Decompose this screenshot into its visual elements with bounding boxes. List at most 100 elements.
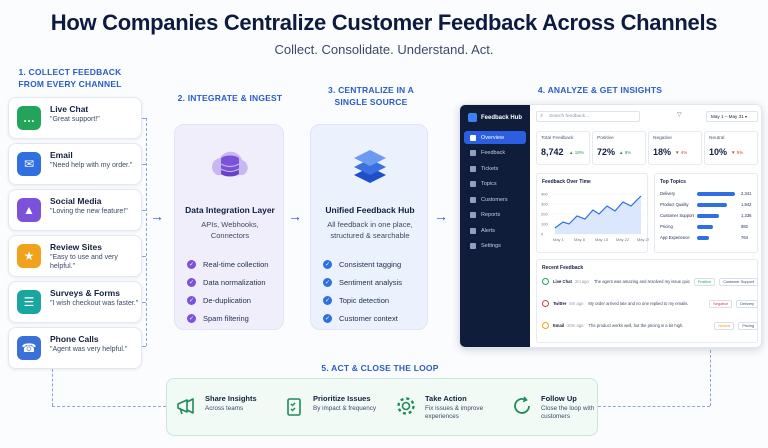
sentiment-icon	[542, 278, 549, 285]
feedback-text: The product works well, but the pricing …	[588, 323, 684, 328]
nav-label: Settings	[481, 243, 501, 249]
step-2-heading: 2. INTEGRATE & INGEST	[177, 93, 283, 103]
chart-title: Feedback Over Time	[542, 179, 591, 185]
recent-title: Recent Feedback	[542, 265, 584, 271]
source-name: Review Sites	[50, 242, 102, 252]
nav-item-reports[interactable]: Reports	[464, 209, 526, 222]
nav-item-overview[interactable]: Overview	[464, 131, 526, 144]
date-range-select[interactable]: May 1 – May 31 ▾	[706, 111, 758, 122]
source-card-social-media: ▲Social Media"Loving the new feature!"	[8, 189, 142, 231]
check-icon: ✓	[187, 259, 196, 269]
feedback-text: The agent was amazing and resolved my is…	[593, 279, 690, 284]
nav-item-alerts[interactable]: Alerts	[464, 224, 526, 237]
feature-label: Spam filtering	[203, 313, 249, 323]
feedback-hub-panel: Unified Feedback Hub All feedback in one…	[310, 124, 428, 330]
source-quote: "Need help with my order."	[50, 162, 133, 169]
topic-count: 1,842	[741, 202, 752, 207]
action-name: Follow Up	[541, 394, 577, 403]
trend-area	[555, 196, 641, 234]
action-desc: By impact & frequency	[313, 405, 376, 412]
x-tick-label: May 15	[595, 237, 609, 242]
mail-icon: ✉	[17, 152, 41, 176]
nav-item-customers[interactable]: Customers	[464, 193, 526, 206]
nav-item-topics[interactable]: Topics	[464, 178, 526, 191]
topic-badge: Delivery	[736, 299, 758, 308]
topic-badge: Customer Support	[719, 277, 758, 286]
integration-layer-panel: Data Integration Layer APIs, Webhooks,Co…	[174, 124, 284, 330]
check-icon: ✓	[187, 277, 196, 287]
feedback-source: Live Chat	[553, 279, 572, 284]
hub-title: Unified Feedback Hub	[325, 205, 415, 215]
sentiment-badge: Neutral	[714, 321, 735, 330]
filter-icon[interactable]: ▽	[677, 112, 682, 118]
source-quote: "I wish checkout was faster."	[50, 300, 139, 307]
database-cloud-icon	[212, 151, 248, 177]
topic-name: Customer Support	[660, 213, 694, 218]
kpi-value: 10%	[709, 147, 728, 157]
feature-item: ✓Sentiment analysis	[323, 273, 402, 291]
y-tick-label: 200	[541, 212, 548, 217]
step-4-heading: 4. ANALYZE & GET INSIGHTS	[537, 85, 663, 95]
overview-icon	[470, 134, 476, 141]
step-5-heading: 5. ACT & CLOSE THE LOOP	[321, 363, 439, 373]
source-name: Email	[50, 150, 73, 160]
layers-icon	[354, 150, 386, 183]
topic-bar	[697, 236, 710, 240]
source-name: Social Media	[50, 196, 102, 206]
action-desc: Across teams	[205, 405, 244, 412]
source-card-phone-calls: ☎Phone Calls"Agent was very helpful."	[8, 327, 142, 369]
sentiment-badge: Negative	[709, 299, 733, 308]
hub-desc: All feedback in one place,structured & s…	[327, 220, 413, 240]
y-tick-label: 400	[541, 192, 548, 197]
feature-item: ✓Customer context	[323, 309, 402, 327]
search-icon: ⌕	[540, 113, 544, 119]
topic-count: 764	[741, 235, 748, 240]
search-input[interactable]: ⌕ Search feedback...	[536, 111, 640, 122]
source-quote: "Easy to use and very helpful."	[50, 254, 118, 270]
topic-badge: Pricing	[738, 321, 758, 330]
arrow-right-icon: →	[150, 208, 164, 224]
nav-item-tickets[interactable]: Tickets	[464, 162, 526, 175]
topic-name: App Experience	[660, 235, 690, 240]
feature-item: ✓Real-time collection	[187, 255, 268, 273]
source-card-review-sites: ★Review Sites"Easy to use and very helpf…	[8, 235, 142, 277]
action-name: Share Insights	[205, 394, 257, 403]
feature-label: Topic detection	[339, 295, 390, 305]
nav-item-settings[interactable]: Settings	[464, 240, 526, 253]
source-quote: "Great support!"	[50, 116, 100, 123]
action-name: Prioritize Issues	[313, 394, 371, 403]
dashboard-brand: Feedback Hub	[468, 113, 522, 122]
topic-bar	[697, 225, 713, 229]
kpi-delta: ▲ 9%	[619, 150, 632, 155]
nav-item-feedback[interactable]: Feedback	[464, 147, 526, 160]
source-name: Live Chat	[50, 104, 89, 114]
feedback-time: 5m ago	[569, 301, 584, 306]
x-tick-label: May 8	[574, 237, 586, 242]
integration-features: ✓Real-time collection✓Data normalization…	[187, 255, 268, 327]
settings-icon	[470, 243, 476, 249]
kpi-value: 18%	[653, 147, 672, 157]
topic-name: Pricing	[660, 224, 673, 229]
feedback-text: My order arrived late and no one replied…	[588, 301, 689, 306]
check-icon: ✓	[323, 295, 332, 305]
gear-icon	[395, 395, 417, 417]
nav-label: Tickets	[481, 165, 499, 172]
x-tick-label: May 1	[553, 237, 565, 242]
topics-title: Top Topics	[660, 179, 686, 185]
feedback-time: 20m ago	[567, 323, 584, 328]
feedback-icon	[470, 150, 476, 156]
